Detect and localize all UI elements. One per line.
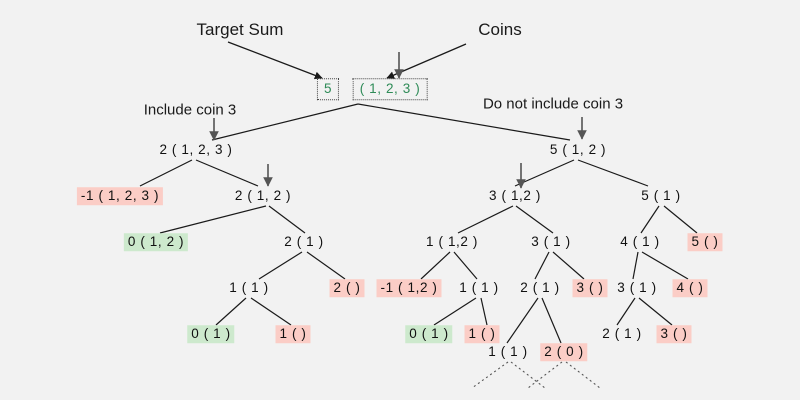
tree-dotted-continuation (471, 361, 601, 389)
tree-node-L1: 2 ( 1, 2, 3 ) (159, 142, 233, 158)
annotation-include-coin-3: Include coin 3 (143, 101, 237, 119)
tree-node-L4b: 2 ( ) (329, 279, 365, 297)
tree-edge-R2b-R3d (663, 205, 698, 234)
coins-pointer (386, 43, 467, 79)
tree-node-L4a: 1 ( 1 ) (229, 280, 269, 296)
tree-edge-R2a-R3b (515, 205, 554, 234)
tree-edge-R3c-R4f (641, 251, 689, 280)
tree-node-n0b: ( 1, 2, 3 ) (352, 78, 428, 100)
annotation-target-sum: Target Sum (196, 20, 284, 39)
tree-dotted-edge-3 (565, 361, 601, 389)
tree-node-R4f: 4 ( ) (672, 279, 708, 297)
tree-node-L5a: 0 ( 1 ) (187, 325, 235, 343)
tree-dotted-edge-1 (510, 361, 546, 389)
annotation-coins: Coins (478, 20, 522, 39)
tree-edge-R2b-R3c (640, 205, 660, 234)
tree-dotted-edge-0 (471, 361, 509, 389)
tree-edge-L2b-L3b (268, 205, 306, 234)
tree-node-R5b: 1 ( ) (464, 325, 500, 343)
annotation-arrows (209, 41, 587, 189)
tree-edge-L2b-L3a (159, 205, 267, 234)
tree-node-R3b: 3 ( 1 ) (531, 234, 571, 250)
tree-node-R3d: 5 ( ) (687, 233, 723, 251)
tree-node-R4c: 2 ( 1 ) (520, 280, 560, 296)
tree-edge-L3b-L4a (258, 251, 303, 280)
tree-edge-R3a-R4a (420, 251, 451, 280)
tree-node-R5c: 2 ( 1 ) (602, 326, 642, 342)
tree-node-R6a: 1 ( 1 ) (488, 344, 528, 360)
tree-edge-L1-L2a (139, 159, 193, 187)
tree-node-L3b: 2 ( 1 ) (284, 234, 324, 250)
tree-edge-R4c-R6a (506, 297, 539, 344)
tree-edge-L4a-L5a (215, 297, 247, 326)
tree-edge-R4b-R5b (480, 297, 488, 326)
tree-node-R1: 5 ( 1, 2 ) (549, 142, 607, 158)
tree-edge-L3b-L4b (306, 251, 346, 280)
tree-edge-R3a-R4b (453, 251, 478, 280)
tree-node-R2a: 3 ( 1,2 ) (489, 188, 541, 204)
target-sum-pointer (227, 41, 323, 80)
tree-node-L2a: -1 ( 1, 2, 3 ) (76, 187, 164, 205)
tree-dotted-edge-2 (527, 361, 563, 389)
tree-node-R3c: 4 ( 1 ) (620, 234, 660, 250)
annotation-do-not-include-coin-3: Do not include coin 3 (482, 95, 624, 113)
tree-edge-R1-R2b (577, 159, 649, 187)
tree-node-R3a: 1 ( 1,2 ) (426, 234, 478, 250)
tree-edge-R4e-R5d (638, 297, 673, 326)
tree-edge-R4b-R5a (433, 297, 477, 326)
tree-edge-R3b-R4d (552, 251, 585, 280)
tree-node-R4e: 3 ( 1 ) (617, 280, 657, 296)
tree-node-R4b: 1 ( 1 ) (459, 280, 499, 296)
tree-edge-L4a-L5b (250, 297, 292, 326)
tree-edge-R1-R2a (514, 159, 575, 187)
tree-node-n0a: 5 (316, 78, 340, 100)
tree-edge-R3b-R4c (534, 251, 550, 280)
tree-edge-R4e-R5c (616, 297, 636, 326)
tree-edge-lines (139, 103, 698, 344)
tree-edge-R4c-R6b (541, 297, 562, 344)
tree-node-R4d: 3 ( ) (572, 279, 608, 297)
tree-node-R5a: 0 ( 1 ) (405, 325, 453, 343)
tree-node-R4a: -1 ( 1,2 ) (376, 279, 442, 297)
tree-node-R6b: 2 ( 0 ) (540, 343, 588, 361)
tree-node-R5d: 3 ( ) (656, 325, 692, 343)
tree-edge-R3c-R4e (632, 251, 639, 280)
tree-edge-L1-L2b (195, 159, 259, 187)
tree-edge-R2a-R3a (457, 205, 514, 234)
tree-node-L3a: 0 ( 1, 2 ) (123, 233, 189, 251)
tree-node-R2b: 5 ( 1 ) (641, 188, 681, 204)
tree-node-L2b: 2 ( 1, 2 ) (234, 188, 292, 204)
tree-node-L5b: 1 ( ) (275, 325, 311, 343)
